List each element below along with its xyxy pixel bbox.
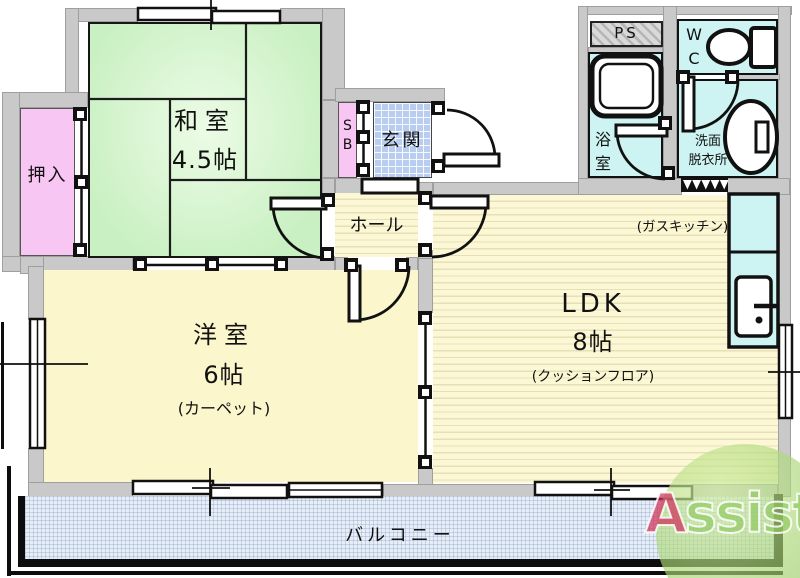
exterior-line (7, 466, 11, 576)
washitsu-label: 和室 4.5帖 (88, 107, 322, 174)
logo-rest: ssist (684, 481, 800, 546)
room-size: 8帖 (572, 327, 614, 356)
wc-label: W C (686, 25, 702, 68)
washroom-label: 洗面 脱衣所 (688, 134, 728, 168)
genkan-label: 玄関 (381, 130, 424, 151)
room-size: 4.5帖 (171, 145, 239, 174)
room-genkan (373, 102, 432, 178)
youshitsu-door (347, 264, 411, 323)
folding-door (681, 178, 729, 192)
shoebox-label: S B (342, 118, 353, 153)
room-name: 和室 (174, 107, 236, 135)
assist-logo-text: Assist (644, 481, 800, 546)
exterior-line (1, 322, 4, 449)
center-tick (0, 0, 800, 516)
wall (322, 8, 345, 100)
washing-machine-icon (723, 99, 779, 175)
toilet-icon (706, 26, 778, 69)
floor-note: (カーペット) (177, 399, 271, 419)
ldk-door (429, 194, 490, 259)
balcony-rail (18, 559, 776, 567)
balcony-rail (18, 496, 25, 566)
youshitsu-label: 洋室 6帖 (カーペット) (44, 321, 404, 419)
logo-initial: A (644, 481, 688, 546)
room-ps (590, 21, 663, 47)
room-name: LDK (561, 289, 625, 319)
room-hall (335, 193, 418, 257)
exterior-line (7, 571, 783, 575)
ldk-label: LDK 8帖 (クッションフロア) (448, 289, 738, 386)
room-size: 6帖 (203, 360, 245, 389)
entry-step (360, 177, 420, 195)
floor-note: (クッションフロア) (531, 369, 655, 386)
wall (335, 88, 445, 102)
tatami-lines (89, 23, 321, 256)
hall-label: ホール (349, 215, 404, 236)
bathtub-icon (589, 53, 664, 119)
room-name: 洋室 (193, 321, 255, 349)
room-balcony (25, 496, 775, 564)
bath-door (614, 123, 669, 181)
balcony-label: バルコニー (345, 525, 455, 546)
bathroom-label: 浴 室 (594, 130, 611, 173)
room-washitsu (88, 22, 322, 258)
kitchen-note: (ガスキッチン) (636, 219, 729, 235)
washitsu-door (269, 196, 328, 260)
room-ldk (433, 195, 778, 483)
ps-label: PS (614, 24, 639, 42)
entrance-door (442, 108, 501, 168)
kitchen-counter (727, 192, 780, 349)
oshiire-label: 押入 (27, 165, 68, 186)
